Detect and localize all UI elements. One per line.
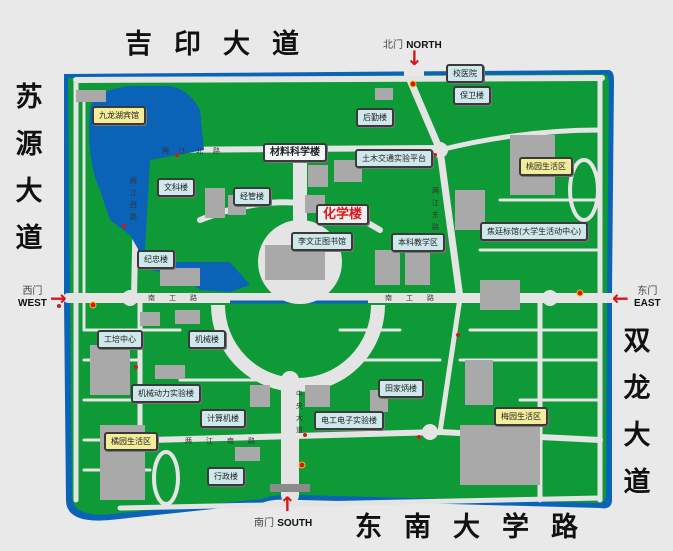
label-taoyuan[interactable]: 桃园生活区 — [519, 157, 573, 176]
street-north: 吉印大道 — [125, 29, 321, 60]
street-south: 东南大学路 — [355, 512, 600, 543]
road-liangjiang-south: 两江南路 — [185, 437, 269, 445]
road-liangjiang-east: 两江东路 — [432, 187, 439, 231]
label-materials[interactable]: 材料科学楼 — [263, 143, 327, 162]
label-hospital[interactable]: 校医院 — [446, 64, 484, 83]
jiulong-lake — [89, 86, 250, 292]
gate-south-cn: 南门 — [254, 518, 274, 529]
label-civil-lab[interactable]: 土木交通实验平台 — [355, 149, 433, 168]
label-administration[interactable]: 行政楼 — [207, 467, 245, 486]
gate-south[interactable]: 南门 SOUTH — [254, 514, 312, 529]
central-plaza-arc — [211, 304, 385, 392]
south-track — [152, 450, 180, 506]
gate-west-en: WEST — [18, 298, 47, 309]
label-electrical-lab[interactable]: 电工电子实验楼 — [314, 411, 384, 430]
label-teaching-area[interactable]: 本科教学区 — [391, 233, 445, 252]
label-liberal-arts[interactable]: 文科楼 — [157, 178, 195, 197]
label-meiyuan[interactable]: 梅园生活区 — [494, 407, 548, 426]
gate-north[interactable]: 北门 NORTH — [383, 36, 442, 51]
label-jizhong[interactable]: 纪忠楼 — [137, 250, 175, 269]
label-logistics[interactable]: 后勤楼 — [356, 108, 394, 127]
street-east: 双龙大道 — [623, 326, 651, 498]
arrow-right-icon: → — [50, 286, 67, 310]
label-mechanical[interactable]: 机械楼 — [188, 330, 226, 349]
road-central-avenue: 中央大道 — [296, 390, 303, 434]
label-security[interactable]: 保卫楼 — [453, 86, 491, 105]
label-training-center[interactable]: 工培中心 — [97, 330, 143, 349]
label-computer[interactable]: 计算机楼 — [200, 409, 246, 428]
east-track — [568, 158, 600, 222]
bus-stop-dots — [57, 153, 460, 439]
label-juyuan[interactable]: 橘园生活区 — [104, 432, 158, 451]
label-library[interactable]: 李文正图书馆 — [291, 232, 353, 251]
north-gate — [404, 66, 424, 76]
street-west: 苏源大道 — [15, 82, 43, 254]
label-power-lab[interactable]: 机械动力实验楼 — [131, 384, 201, 403]
arrow-down-icon: ↓ — [406, 46, 423, 70]
arrow-left-icon: ← — [612, 286, 629, 310]
road-liangjiang-north: 两江北路 — [162, 147, 230, 155]
gate-west-cn: 西门 — [22, 286, 43, 297]
label-chemistry[interactable]: 化学楼 — [316, 204, 370, 225]
buildings — [76, 88, 555, 500]
road-liangjiang-west: 两江西路 — [130, 177, 137, 221]
gate-north-en: NORTH — [406, 40, 442, 51]
road-nangong-west: 南工路 — [148, 294, 211, 302]
label-student-center[interactable]: 焦廷标馆(大学生活动中心) — [480, 222, 589, 241]
gate-east-en: EAST — [634, 298, 661, 309]
label-tianjiabing[interactable]: 田家炳楼 — [378, 379, 424, 398]
road-nangong-east: 南工路 — [385, 294, 448, 302]
label-economics[interactable]: 经管楼 — [233, 187, 271, 206]
south-gate — [270, 484, 310, 492]
gate-north-cn: 北门 — [383, 40, 403, 51]
gate-markers — [89, 80, 584, 469]
arrow-up-icon: ↑ — [279, 492, 296, 516]
gate-south-en: SOUTH — [277, 518, 313, 529]
roundabouts — [122, 142, 558, 440]
label-jiulonghu-hotel[interactable]: 九龙湖宾馆 — [92, 106, 146, 125]
gate-east-cn: 东门 — [637, 286, 658, 297]
